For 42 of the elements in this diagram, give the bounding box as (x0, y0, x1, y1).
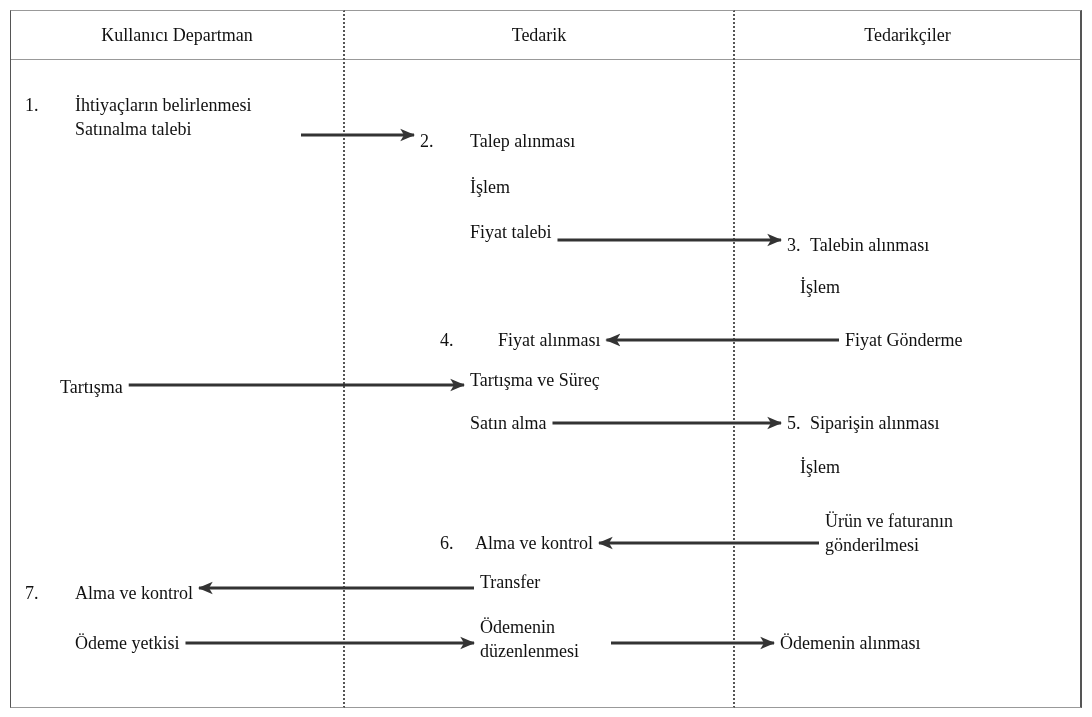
step-number: 1. (25, 94, 39, 117)
step-text: Fiyat Gönderme (845, 328, 963, 352)
arrow (128, 378, 466, 392)
step-text: Ödeme yetkisi (75, 631, 180, 655)
swimlane (10, 10, 345, 708)
step-text: Fiyat alınması (498, 328, 601, 352)
step-text: Tartışma (60, 375, 123, 399)
arrow (605, 333, 839, 347)
step-text: Talep alınması (470, 129, 576, 153)
lane-header: Tedarik (345, 11, 733, 60)
swimlane (735, 10, 1082, 708)
arrow (197, 581, 474, 595)
lane-header: Tedarikçiler (735, 11, 1080, 60)
arrow (557, 233, 783, 247)
step-number: 7. (25, 582, 39, 605)
step-text: İhtiyaçların belirlenmesi Satınalma talebi (75, 93, 295, 141)
step-number: 3. (787, 234, 801, 257)
step-text: Ürün ve faturanın gönderilmesi (825, 509, 990, 557)
step-text: Talebin alınması (810, 233, 930, 257)
step-note: İşlem (800, 276, 840, 299)
step-number: 5. (787, 412, 801, 435)
step-number: 6. (440, 532, 454, 555)
step-text: Siparişin alınması (810, 411, 940, 435)
step-text: Transfer (480, 570, 541, 594)
step-text: Alma ve kontrol (75, 581, 193, 605)
step-note: İşlem (470, 176, 510, 199)
step-number: 2. (420, 130, 434, 153)
step-text: Ödemenin düzenlenmesi (480, 615, 605, 663)
step-text: Alma ve kontrol (475, 531, 593, 555)
arrow (611, 636, 776, 650)
arrow (185, 636, 476, 650)
step-text: Satın alma (470, 411, 547, 435)
swimlane (345, 10, 735, 708)
step-note: İşlem (800, 456, 840, 479)
step-number: 4. (440, 329, 454, 352)
arrow (597, 536, 819, 550)
step-text: Ödemenin alınması (780, 631, 921, 655)
lane-header: Kullanıcı Departman (11, 11, 343, 60)
arrow (552, 416, 783, 430)
arrow (301, 128, 416, 142)
step-text: Tartışma ve Süreç (470, 368, 600, 392)
step-text: Fiyat talebi (470, 220, 552, 244)
